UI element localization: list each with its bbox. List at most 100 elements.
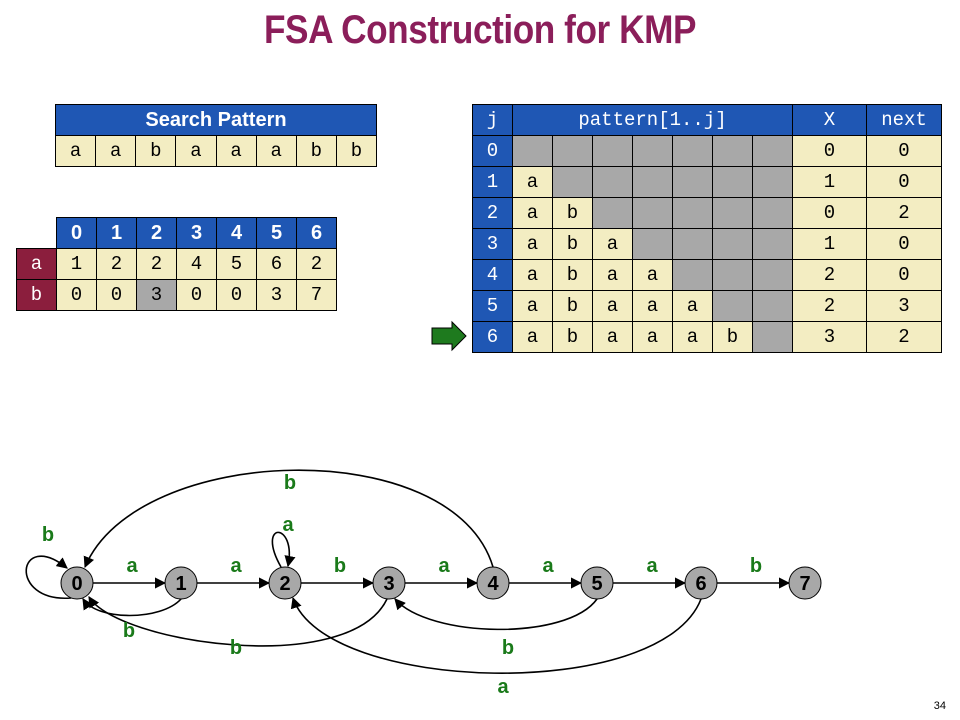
fsa-state-label: 5 [591,573,602,595]
kmp-pattern-empty-cell [632,135,673,167]
fsa-state-label: 0 [71,573,82,595]
dfa-state-header: 5 [256,217,297,249]
kmp-pattern-empty-cell [592,135,633,167]
kmp-pattern-empty-cell [712,259,753,291]
kmp-pattern-empty-cell [752,166,793,198]
fsa-state-node [164,566,198,600]
kmp-pattern-empty-cell [512,135,553,167]
fsa-back-edge-label: b [123,620,135,642]
dfa-cell: 0 [96,279,137,311]
kmp-pattern-cell: a [672,290,713,322]
kmp-pattern-empty-cell [632,228,673,260]
fsa-back-edge-label: b [284,472,296,494]
pattern-char: a [215,135,257,167]
fsa-state-node [788,566,822,600]
dfa-state-header: 1 [96,217,137,249]
kmp-pattern-empty-cell [552,166,593,198]
fsa-forward-edge-label: a [126,555,138,577]
kmp-pattern-empty-cell [712,135,753,167]
kmp-pattern-empty-cell [752,135,793,167]
kmp-j-cell: 6 [472,321,513,353]
kmp-pattern-cell: a [592,290,633,322]
kmp-pattern-cell: b [552,197,593,229]
dfa-row-label: a [16,248,57,280]
kmp-pattern-cell: b [712,321,753,353]
fsa-back-edge [83,469,494,569]
fsa-back-edge [290,596,702,674]
kmp-pattern-cell: a [512,197,553,229]
fsa-self-loop-label: b [42,524,54,546]
fsa-forward-edge-label: a [646,555,658,577]
kmp-j-cell: 0 [472,135,513,167]
fsa-state-label: 1 [175,573,186,595]
kmp-next-cell: 0 [866,259,942,291]
kmp-pattern-empty-cell [712,290,753,322]
current-row-arrow-icon [431,320,467,352]
fsa-state-label: 7 [799,573,810,595]
dfa-row-label: b [16,279,57,311]
pattern-char: a [95,135,137,167]
dfa-cell: 6 [256,248,297,280]
fsa-self-loop-label: a [282,514,294,536]
pattern-char: b [335,135,378,167]
fsa-forward-edge-label: a [438,555,450,577]
fsa-forward-edge-label: a [230,555,242,577]
fsa-state-label: 3 [383,573,394,595]
dfa-cell: 2 [96,248,137,280]
kmp-x-cell: 1 [792,166,867,198]
pattern-char: b [135,135,177,167]
kmp-header-next: next [866,104,942,136]
kmp-x-cell: 3 [792,321,867,353]
fsa-state-node [580,566,614,600]
kmp-pattern-cell: a [592,259,633,291]
kmp-pattern-cell: a [672,321,713,353]
fsa-state-node [476,566,510,600]
fsa-back-edge-label: b [230,637,242,659]
kmp-next-cell: 0 [866,135,942,167]
kmp-pattern-cell: a [632,290,673,322]
kmp-next-cell: 3 [866,290,942,322]
fsa-back-edge-label: b [502,637,514,659]
kmp-pattern-empty-cell [752,290,793,322]
kmp-pattern-cell: a [512,321,553,353]
pattern-char: a [54,135,97,167]
kmp-pattern-empty-cell [712,166,753,198]
fsa-state-node [60,566,94,600]
kmp-pattern-empty-cell [672,197,713,229]
dfa-state-header: 2 [136,217,177,249]
kmp-pattern-cell: b [552,290,593,322]
kmp-pattern-empty-cell [752,228,793,260]
page-number: 34 [933,700,946,712]
kmp-pattern-cell: a [632,321,673,353]
kmp-pattern-empty-cell [632,166,673,198]
kmp-pattern-empty-cell [672,135,713,167]
dfa-state-header: 3 [176,217,217,249]
dfa-cell: 2 [296,248,337,280]
kmp-x-cell: 2 [792,259,867,291]
fsa-self-loop [25,555,72,599]
kmp-pattern-empty-cell [712,228,753,260]
fsa-state-node [268,566,302,600]
fsa-back-edge-label: a [497,676,509,698]
fsa-self-loop [271,531,296,568]
kmp-pattern-empty-cell [712,197,753,229]
kmp-x-cell: 1 [792,228,867,260]
pattern-char: a [175,135,217,167]
fsa-state-label: 4 [487,573,499,595]
fsa-forward-edge-label: b [334,555,346,577]
kmp-next-cell: 0 [866,166,942,198]
kmp-pattern-empty-cell [632,197,673,229]
kmp-pattern-cell: a [512,228,553,260]
dfa-cell: 3 [256,279,297,311]
kmp-x-cell: 2 [792,290,867,322]
kmp-header-pattern: pattern[1..j] [512,104,793,136]
fsa-back-edge [88,596,388,647]
kmp-j-cell: 2 [472,197,513,229]
kmp-pattern-empty-cell [752,321,793,353]
